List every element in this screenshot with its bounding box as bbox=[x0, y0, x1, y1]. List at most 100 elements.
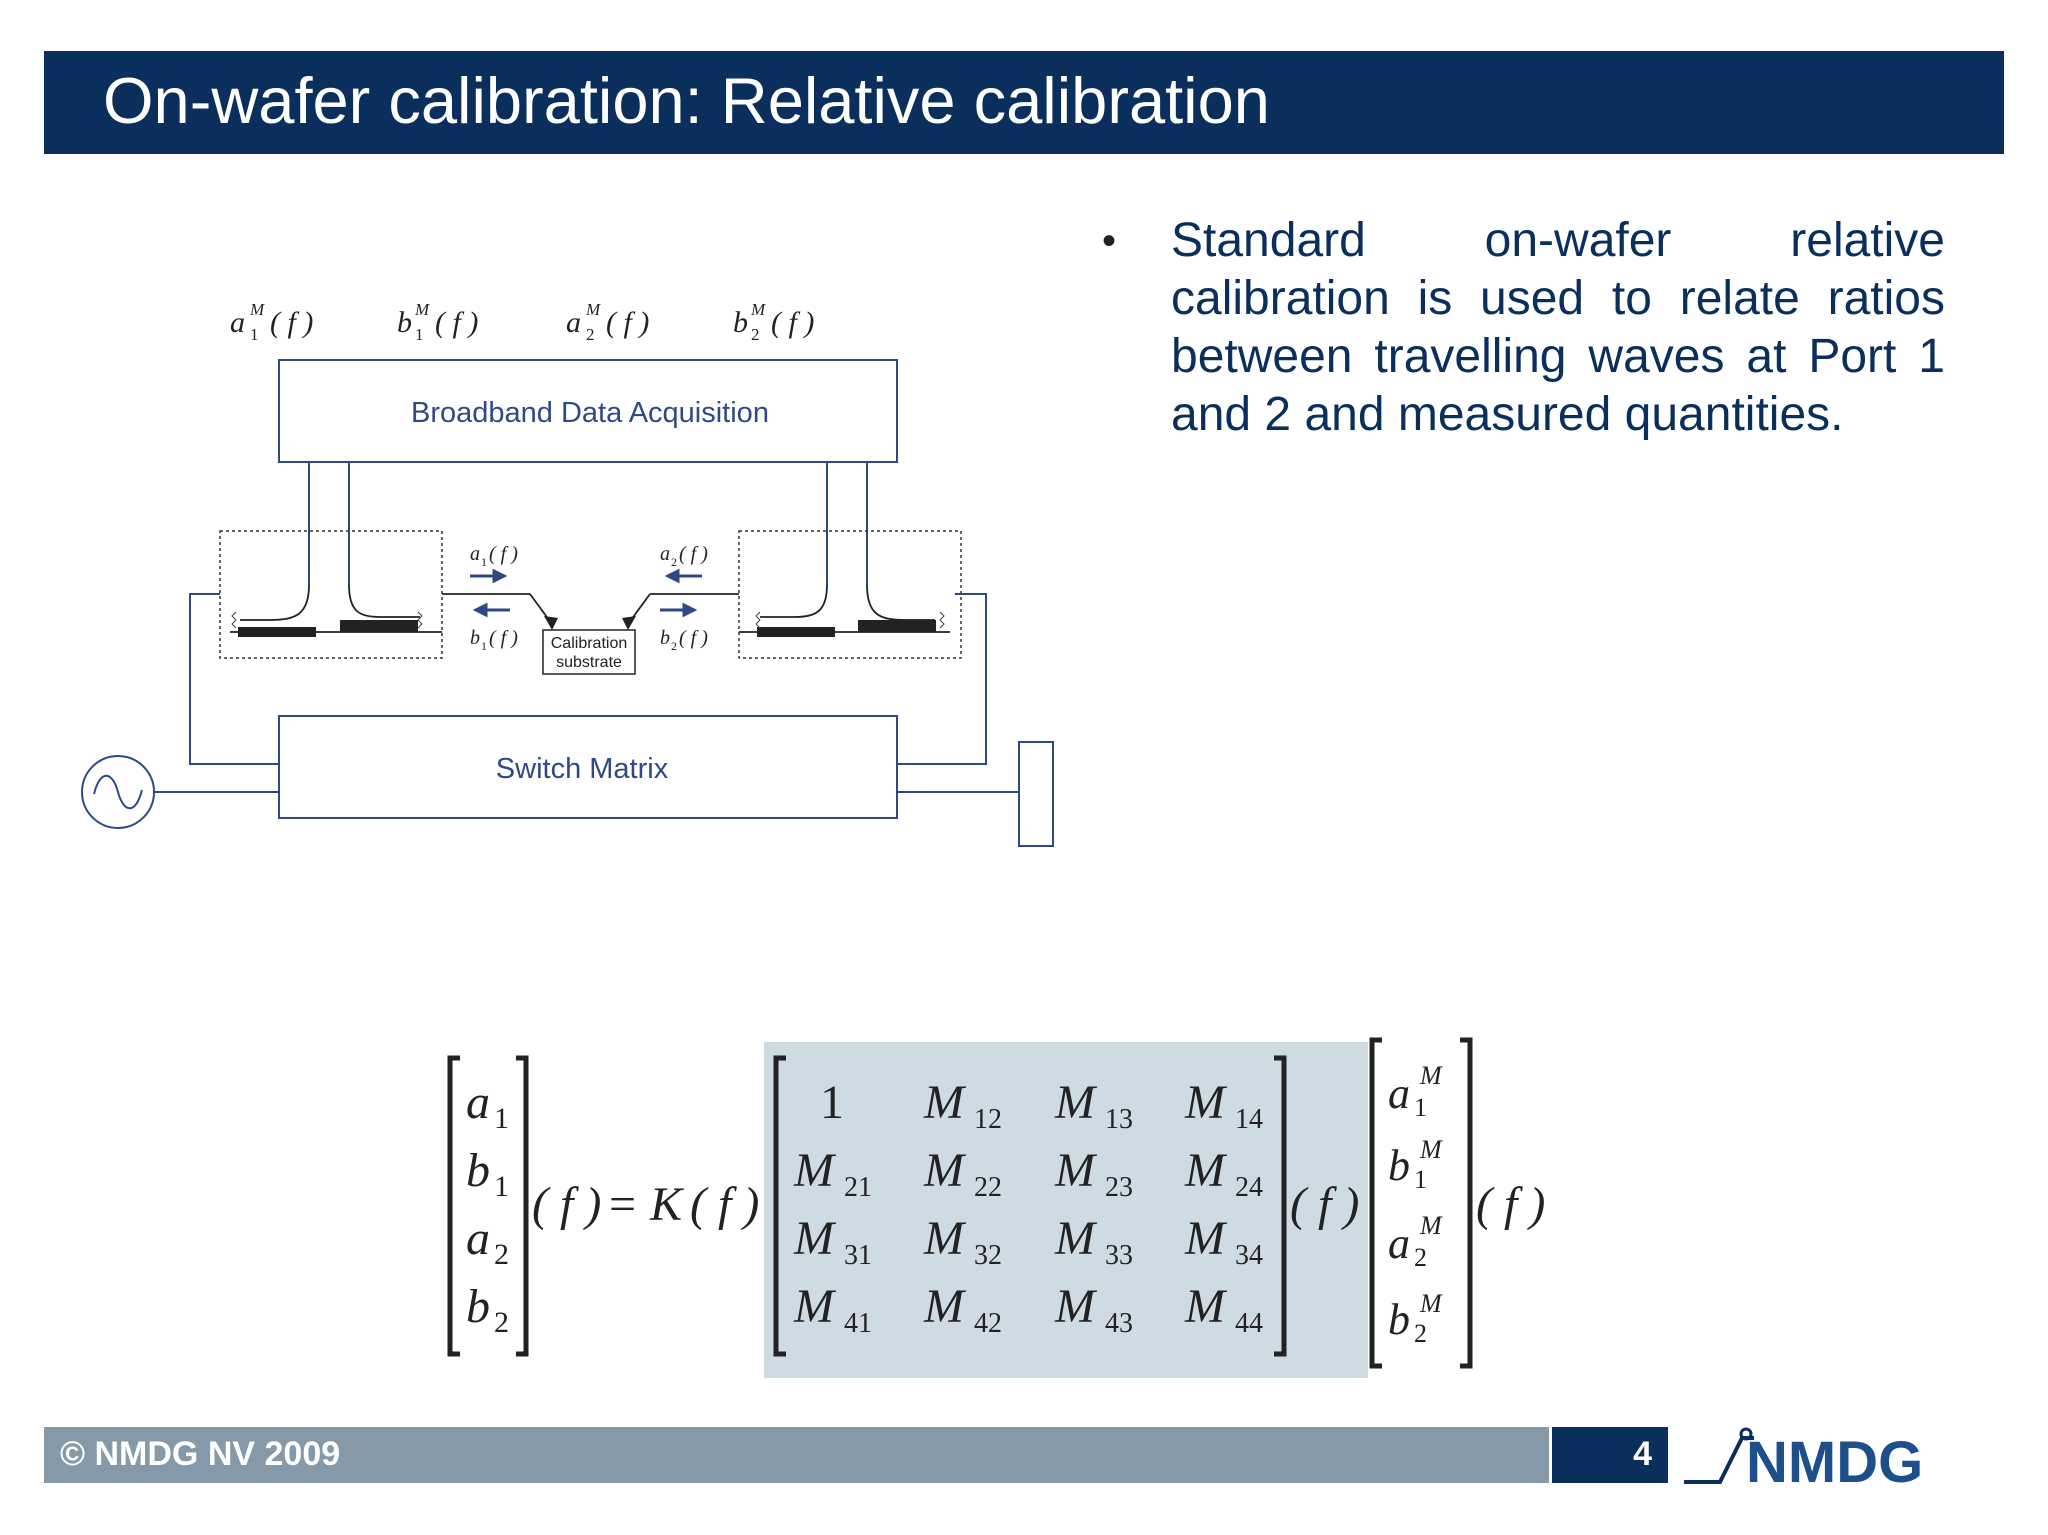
slide-title: On-wafer calibration: Relative calibrati… bbox=[103, 64, 1270, 137]
svg-text:2: 2 bbox=[751, 325, 760, 344]
svg-text:a: a bbox=[1388, 1219, 1410, 1268]
top-label-a1: a 1 M ( f ) bbox=[230, 300, 313, 344]
svg-text:1: 1 bbox=[820, 1076, 844, 1129]
svg-text:b: b bbox=[1388, 1141, 1410, 1190]
calibration-substrate-box bbox=[542, 629, 636, 675]
copyright-text: © NMDG NV 2009 bbox=[60, 1435, 341, 1473]
svg-text:12: 12 bbox=[974, 1104, 1002, 1135]
signal-source-icon bbox=[81, 755, 155, 829]
svg-text:M: M bbox=[1184, 1076, 1228, 1129]
top-label-b1: b 1 M ( f ) bbox=[397, 300, 478, 344]
svg-text:2: 2 bbox=[1414, 1319, 1427, 1348]
svg-text:( f ): ( f ) bbox=[771, 306, 814, 339]
svg-text:b: b bbox=[397, 306, 412, 339]
logo-text: NMDG bbox=[1746, 1430, 1923, 1486]
svg-text:( f ): ( f ) bbox=[489, 543, 518, 565]
svg-text:a: a bbox=[660, 543, 670, 565]
page-number-box: 4 bbox=[1552, 1427, 1668, 1483]
svg-text:M: M bbox=[1054, 1280, 1098, 1333]
daq-label: Broadband Data Acquisition bbox=[411, 397, 769, 429]
svg-text:1: 1 bbox=[494, 1102, 509, 1135]
daq-box bbox=[278, 359, 898, 463]
svg-text:M: M bbox=[923, 1280, 967, 1333]
svg-text:( f ): ( f ) bbox=[435, 306, 478, 339]
svg-text:( f ): ( f ) bbox=[606, 306, 649, 339]
wave-label-b2: b 2 ( f ) bbox=[660, 627, 708, 653]
top-label-a2: a 2 M ( f ) bbox=[566, 300, 649, 344]
svg-text:M: M bbox=[923, 1212, 967, 1265]
f-arg-1: ( f ) bbox=[532, 1178, 601, 1231]
switch-matrix-label: Switch Matrix bbox=[496, 753, 669, 785]
svg-text:b: b bbox=[466, 1144, 490, 1197]
wave-label-a2: a 2 ( f ) bbox=[660, 543, 708, 569]
svg-text:M: M bbox=[1419, 1061, 1443, 1090]
right-probe-housing bbox=[738, 530, 962, 659]
svg-text:2: 2 bbox=[494, 1238, 509, 1271]
logo-mark-icon bbox=[1684, 1436, 1754, 1484]
svg-text:1: 1 bbox=[250, 325, 259, 344]
svg-text:1: 1 bbox=[1414, 1165, 1427, 1194]
svg-text:33: 33 bbox=[1105, 1240, 1133, 1271]
svg-text:M: M bbox=[585, 300, 601, 319]
svg-text:2: 2 bbox=[494, 1306, 509, 1339]
svg-text:2: 2 bbox=[671, 639, 677, 653]
svg-text:a: a bbox=[230, 306, 245, 339]
svg-text:44: 44 bbox=[1235, 1308, 1263, 1339]
svg-text:M: M bbox=[414, 300, 430, 319]
svg-text:M: M bbox=[923, 1144, 967, 1197]
svg-text:b: b bbox=[1388, 1295, 1410, 1344]
svg-text:21: 21 bbox=[844, 1172, 872, 1203]
svg-text:1: 1 bbox=[415, 325, 424, 344]
svg-text:M: M bbox=[249, 300, 265, 319]
equals-sign: = bbox=[609, 1178, 636, 1231]
svg-text:M: M bbox=[1054, 1212, 1098, 1265]
svg-text:( f ): ( f ) bbox=[489, 627, 518, 649]
svg-text:M: M bbox=[923, 1076, 967, 1129]
calibration-diagram: Broadband Data Acquisition Switch Matrix… bbox=[81, 300, 1054, 847]
svg-text:32: 32 bbox=[974, 1240, 1002, 1271]
nmdg-logo: NMDG bbox=[1684, 1427, 1923, 1486]
svg-text:1: 1 bbox=[494, 1170, 509, 1203]
svg-text:1: 1 bbox=[481, 639, 487, 653]
bullet-icon: • bbox=[1102, 219, 1117, 263]
svg-text:M: M bbox=[1419, 1289, 1443, 1318]
svg-text:M: M bbox=[1419, 1135, 1443, 1164]
svg-text:M: M bbox=[1419, 1211, 1443, 1240]
svg-text:24: 24 bbox=[1235, 1172, 1263, 1203]
svg-text:a: a bbox=[1388, 1069, 1410, 1118]
bullet-text: Standard on-wafer relative calibration i… bbox=[1171, 214, 1945, 441]
matrix-highlight bbox=[764, 1042, 1368, 1378]
svg-text:a: a bbox=[566, 306, 581, 339]
svg-text:41: 41 bbox=[844, 1308, 872, 1339]
f-arg-3: ( f ) bbox=[1290, 1178, 1359, 1231]
svg-text:22: 22 bbox=[974, 1172, 1002, 1203]
substrate-label-2: substrate bbox=[556, 654, 622, 671]
svg-text:M: M bbox=[750, 300, 766, 319]
svg-text:b: b bbox=[466, 1280, 490, 1333]
svg-text:( f ): ( f ) bbox=[270, 306, 313, 339]
k-symbol: K bbox=[649, 1178, 685, 1231]
svg-text:M: M bbox=[1054, 1144, 1098, 1197]
switch-matrix-box bbox=[278, 715, 898, 819]
svg-text:34: 34 bbox=[1235, 1240, 1263, 1271]
svg-text:2: 2 bbox=[671, 555, 677, 569]
f-arg-4: ( f ) bbox=[1476, 1178, 1545, 1231]
